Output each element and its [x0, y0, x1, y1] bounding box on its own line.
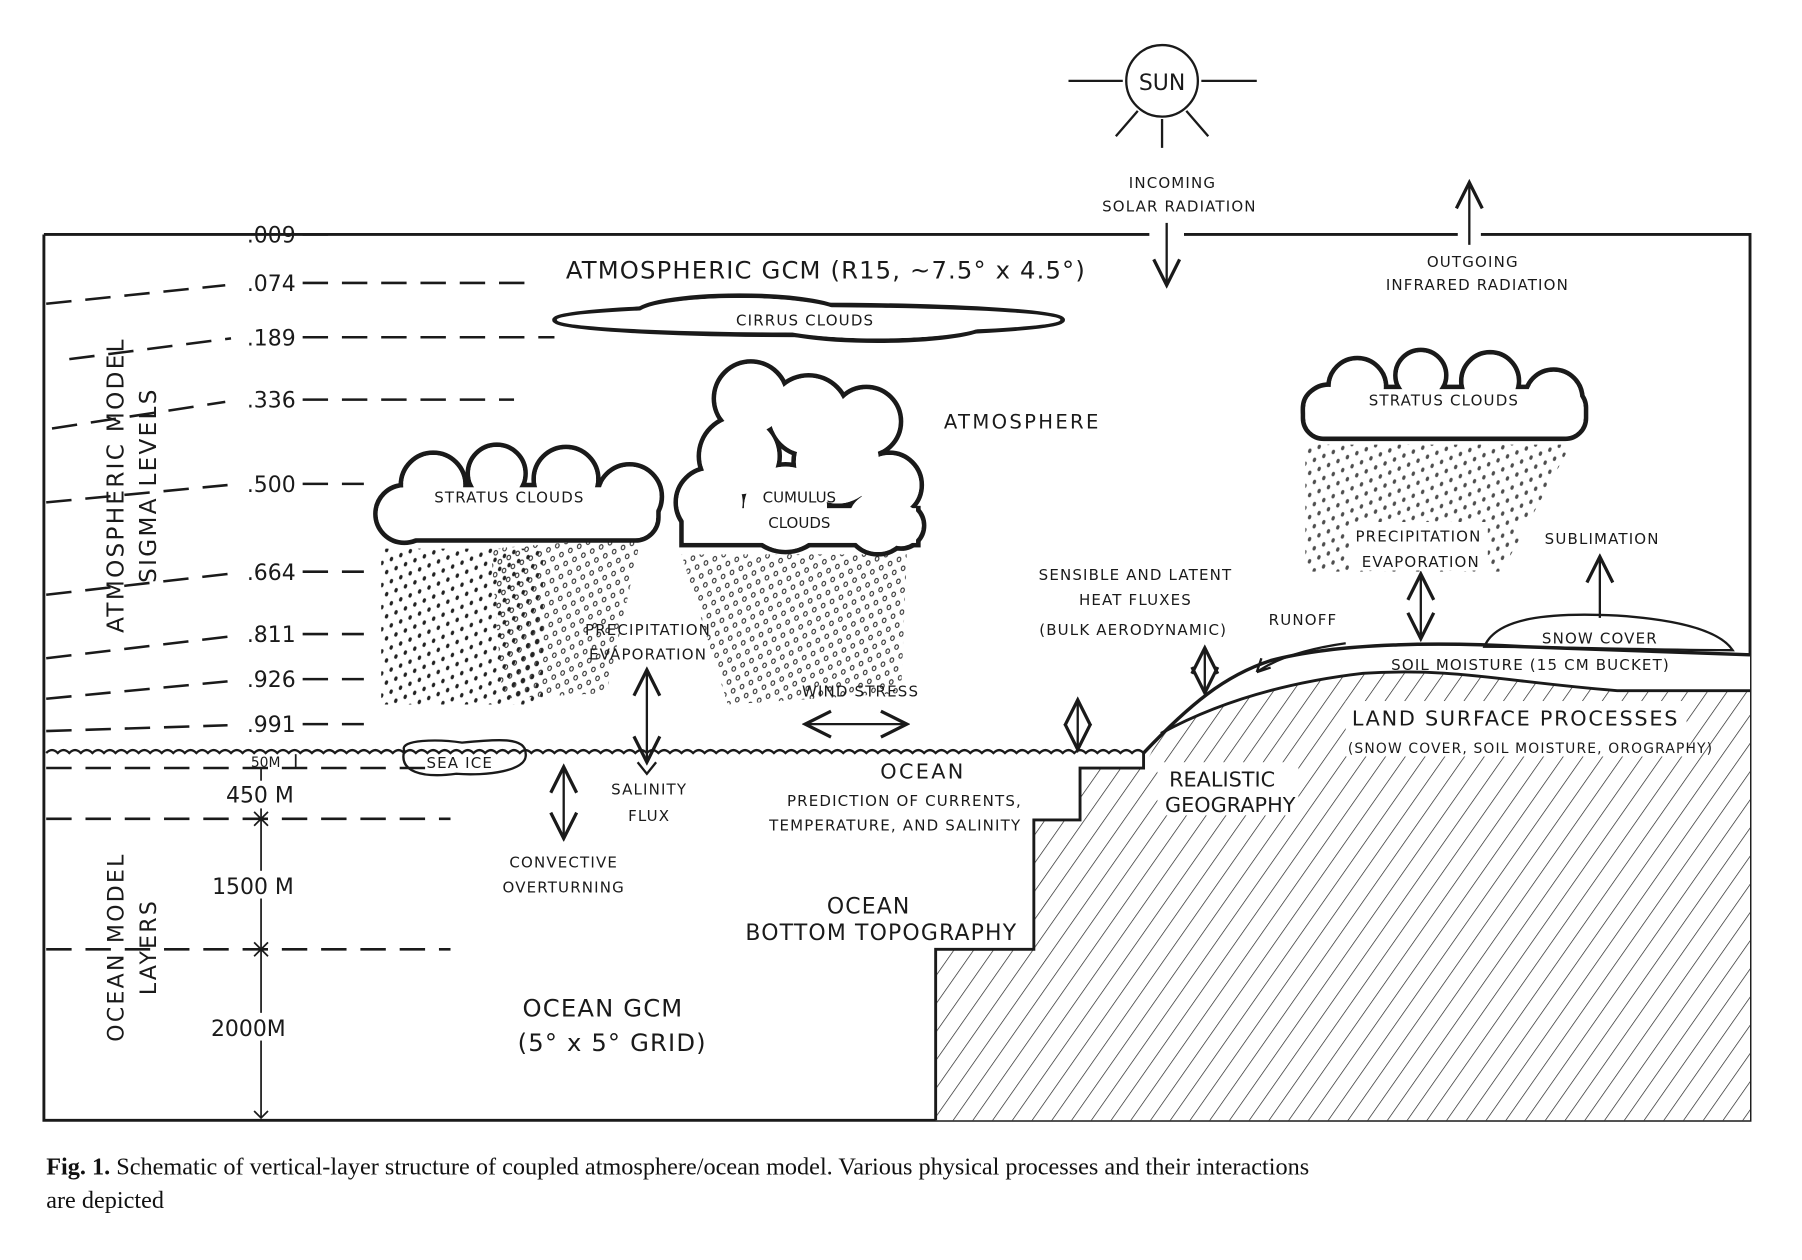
snow-cover-shape	[1482, 613, 1735, 652]
sigma-level-label: .009	[247, 224, 296, 249]
svg-text:OUTGOING: OUTGOING	[1427, 253, 1519, 271]
svg-text:OVERTURNING: OVERTURNING	[503, 879, 625, 897]
ocean-axis-label: OCEAN MODEL	[105, 852, 130, 1041]
sun-icon: SUN	[1068, 43, 1257, 148]
rain-stratus-left-2	[490, 537, 642, 699]
ocean-gcm-label: OCEAN GCM	[523, 993, 684, 1022]
svg-text:EVAPORATION: EVAPORATION	[1362, 553, 1480, 571]
svg-text:CIRRUS CLOUDS: CIRRUS CLOUDS	[736, 312, 874, 330]
sigma-level-label: .926	[247, 668, 296, 693]
svg-text:BOTTOM TOPOGRAPHY: BOTTOM TOPOGRAPHY	[745, 921, 1017, 946]
realistic-geography-label: REALISTIC	[1169, 767, 1275, 791]
svg-text:GEOGRAPHY: GEOGRAPHY	[1165, 793, 1296, 817]
rain-cumulus	[681, 554, 907, 705]
runoff-label: RUNOFF	[1269, 611, 1338, 629]
evaporation-label: EVAPORATION	[589, 645, 707, 663]
layer-2000m: 2000M	[211, 1017, 286, 1042]
outgoing-infrared-radiation: OUTGOING INFRARED RADIATION	[1386, 182, 1569, 294]
sigma-level-label: .189	[247, 326, 296, 351]
svg-text:(BULK AERODYNAMIC): (BULK AERODYNAMIC)	[1039, 621, 1227, 639]
layer-1500m: 1500 M	[212, 875, 294, 900]
precipitation-label-right: PRECIPITATION	[1355, 528, 1481, 546]
svg-text:STRATUS CLOUDS: STRATUS CLOUDS	[434, 488, 584, 506]
svg-text:CLOUDS: CLOUDS	[768, 514, 830, 532]
precipitation-label: PRECIPITATION	[585, 621, 711, 639]
svg-text:INCOMING: INCOMING	[1129, 174, 1216, 192]
ocean-layers: 50M 450 M 1500 M 2000M	[46, 754, 451, 1120]
incoming-solar-radiation: INCOMING SOLAR RADIATION	[1102, 174, 1257, 285]
ocean-prediction-label: PREDICTION OF CURRENTS,	[787, 792, 1022, 810]
svg-text:TEMPERATURE, AND SALINITY: TEMPERATURE, AND SALINITY	[768, 816, 1021, 834]
svg-text:CUMULUS: CUMULUS	[763, 488, 836, 506]
svg-text:SEA ICE: SEA ICE	[426, 754, 493, 772]
sigma-level-label: .991	[247, 713, 296, 738]
svg-text:FLUX: FLUX	[628, 807, 670, 825]
soil-moisture-label: SOIL MOISTURE (15 CM BUCKET)	[1391, 656, 1670, 674]
convective-overturning-label: CONVECTIVE	[509, 853, 618, 871]
snow-cover-label: SNOW COVER	[1542, 629, 1658, 647]
svg-text:SOLAR RADIATION: SOLAR RADIATION	[1102, 197, 1257, 215]
sigma-level-label: .336	[247, 389, 296, 414]
sigma-levels: .009 .074 .189 .336 .500 .664 .811 .926 .991	[46, 224, 555, 738]
ocean-surface	[45, 748, 1145, 755]
sigma-axis-label: ATMOSPHERIC MODEL	[104, 337, 130, 633]
land-surface	[934, 613, 1751, 1121]
cirrus-cloud: CIRRUS CLOUDS	[552, 293, 1066, 344]
atmospheric-gcm-title: ATMOSPHERIC GCM (R15, ~7.5° x 4.5°)	[566, 255, 1086, 284]
layer-50m: 50M	[251, 755, 281, 771]
stratus-cloud-right: STRATUS CLOUDS	[1300, 347, 1589, 442]
svg-text:(SNOW COVER, SOIL MOISTURE, OR: (SNOW COVER, SOIL MOISTURE, OROGRAPHY)	[1348, 741, 1713, 757]
sea-ice: SEA ICE	[402, 739, 527, 777]
sigma-level-label: .811	[247, 623, 296, 648]
sigma-level-label: .664	[247, 561, 296, 586]
sigma-axis-label-2: SIGMA LEVELS	[136, 387, 162, 583]
svg-text:INFRARED RADIATION: INFRARED RADIATION	[1386, 276, 1569, 294]
salinity-flux-label: SALINITY	[611, 781, 687, 799]
figure-caption: Fig. 1. Schematic of vertical-layer stru…	[46, 1154, 1309, 1181]
ocean-label: OCEAN	[880, 759, 965, 783]
sublimation-label: SUBLIMATION	[1545, 530, 1660, 548]
stratus-cloud-left: STRATUS CLOUDS	[373, 442, 665, 546]
wind-stress-label: WIND STRESS	[802, 682, 919, 700]
layer-450m: 450 M	[226, 784, 294, 809]
sigma-level-label: .074	[247, 272, 296, 297]
flux-arrows	[564, 557, 1600, 839]
sigma-level-label: .500	[247, 473, 296, 498]
heat-fluxes-label: SENSIBLE AND LATENT	[1039, 566, 1233, 584]
cumulus-cloud: CUMULUS CLOUDS	[673, 359, 927, 557]
svg-text:STRATUS CLOUDS: STRATUS CLOUDS	[1369, 391, 1519, 409]
sun-label: SUN	[1139, 71, 1185, 96]
svg-text:(5° x 5° GRID): (5° x 5° GRID)	[518, 1028, 707, 1057]
ocean-axis-label-2: LAYERS	[137, 899, 162, 995]
land-surface-label: LAND SURFACE PROCESSES	[1352, 706, 1679, 730]
svg-text:HEAT FLUXES: HEAT FLUXES	[1079, 591, 1192, 609]
figure-caption-line2: are depicted	[46, 1187, 164, 1214]
atmosphere-label: ATMOSPHERE	[944, 410, 1101, 433]
ocean-bottom-label: OCEAN	[827, 895, 911, 920]
